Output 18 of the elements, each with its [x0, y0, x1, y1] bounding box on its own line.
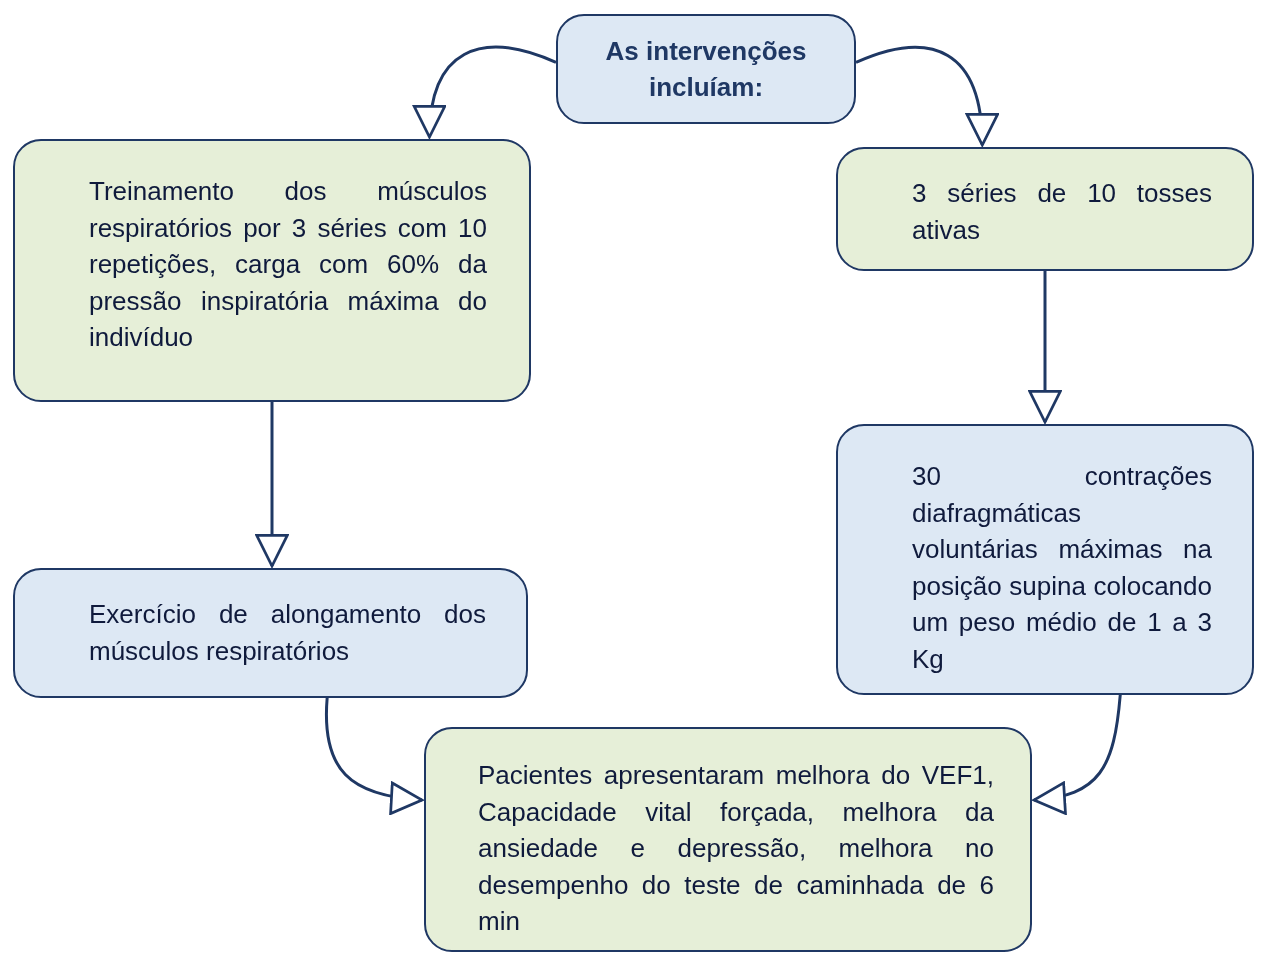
arrow: [1032, 694, 1122, 814]
rounded-box: [556, 14, 856, 124]
arrow: [414, 45, 557, 139]
arrow: [255, 402, 289, 568]
arrow: [1028, 271, 1062, 424]
arrow: [855, 46, 998, 147]
rounded-box: [836, 147, 1254, 271]
arrow: [324, 697, 424, 814]
box-text: Pacientes apresentaram melhora do VEF1, Capacidade vital forçada, melhora da ansiedade e depressão, melhora no desempenho do teste de caminhada de 6 min: [478, 759, 994, 938]
heading-text: As intervenções incluíam:: [604, 34, 808, 104]
rounded-box: [13, 139, 531, 402]
box-text: Treinamento dos músculos respiratórios por 3 séries com 10 repetições, carga com 60% da pressão inspiratória máxima do indivíduo: [89, 175, 487, 354]
box-text: 30 contrações diafragmáticas voluntárias máximas na posição supina colocando um peso médio de 1 a 3 Kg: [912, 460, 1212, 676]
box-text: Exercício de alongamento dos músculos respiratórios: [89, 598, 486, 668]
box-text: 3 séries de 10 tosses ativas: [912, 177, 1212, 247]
rounded-box: [836, 424, 1254, 695]
rounded-box: [424, 727, 1032, 952]
rounded-box: [13, 568, 528, 698]
